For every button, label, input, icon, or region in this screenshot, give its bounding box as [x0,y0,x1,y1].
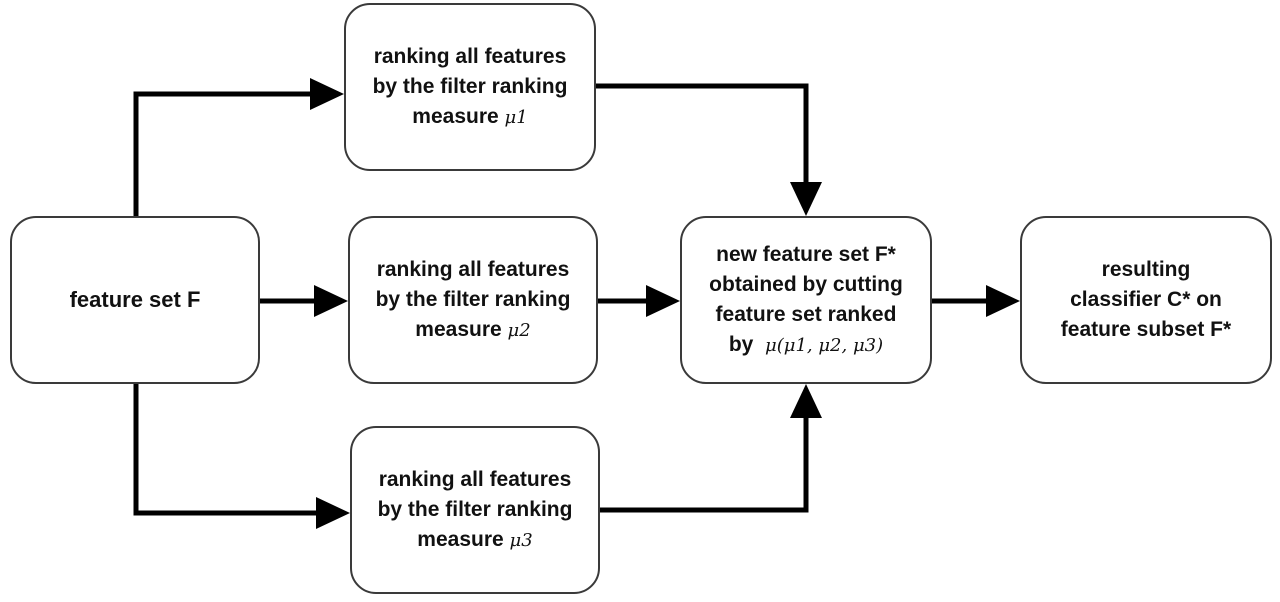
ranking-node-mu2: ranking all features by the filter ranki… [348,216,598,384]
mu1-symbol: μ1 [504,106,528,128]
ranking-node-mu3: ranking all features by the filter ranki… [350,426,600,594]
new-feature-set-line-3: feature set ranked [715,302,897,326]
ranking-node-mu1-measure-text: measure [412,104,505,128]
result-line-1: resulting [1101,258,1191,281]
feature-set-label: feature set F [69,287,201,312]
combined-mu-symbol: μ(μ1, μ2, μ3) [765,334,884,356]
new-feature-set-line-1: new feature set F* [716,242,896,266]
edge-feature-set-to-rank3 [133,384,316,516]
ranking-node-mu3-line-2: by the filter ranking [377,497,573,521]
arrowhead-rank1 [310,78,344,110]
new-feature-set-node: new feature set F* obtained by cutting f… [680,216,932,384]
arrowhead-rank2 [314,285,348,317]
edge-rank1-to-new-set [596,83,809,184]
new-feature-set-line-2: obtained by cutting [709,272,903,296]
ranking-node-mu1: ranking all features by the filter ranki… [344,3,596,171]
ranking-node-mu1-line-3: measure μ1 [412,102,527,133]
edge-feature-set-to-rank1 [133,91,310,216]
ranking-node-mu3-line-3: measure μ3 [417,525,532,556]
arrowhead-rank3 [316,497,350,529]
ranking-node-mu2-line-2: by the filter ranking [375,287,571,311]
result-line-2: classifier C* on [1070,288,1222,311]
edge-rank3-to-new-set [600,416,809,513]
ranking-node-mu1-line-1: ranking all features [373,44,567,68]
new-feature-set-line-4: by μ(μ1, μ2, μ3) [729,330,883,361]
arrowhead-new-set-bottom [790,384,822,418]
ranking-node-mu2-line-1: ranking all features [376,257,570,281]
ranking-node-mu3-measure-text: measure [417,527,510,551]
feature-set-node: feature set F [10,216,260,384]
new-feature-set-by-text: by [728,332,766,356]
mu3-symbol: μ3 [509,529,533,551]
mu2-symbol: μ2 [507,319,531,341]
ranking-node-mu1-line-2: by the filter ranking [372,74,568,98]
ranking-node-mu2-line-3: measure μ2 [415,315,530,346]
result-line-3: feature subset F* [1060,318,1232,341]
ranking-node-mu3-line-1: ranking all features [378,467,572,491]
arrowhead-new-set-top [790,182,822,216]
arrowhead-new-set-left [646,285,680,317]
ranking-node-mu2-measure-text: measure [415,317,508,341]
arrowhead-result [986,285,1020,317]
result-classifier-node: resulting classifier C* on feature subse… [1020,216,1272,384]
